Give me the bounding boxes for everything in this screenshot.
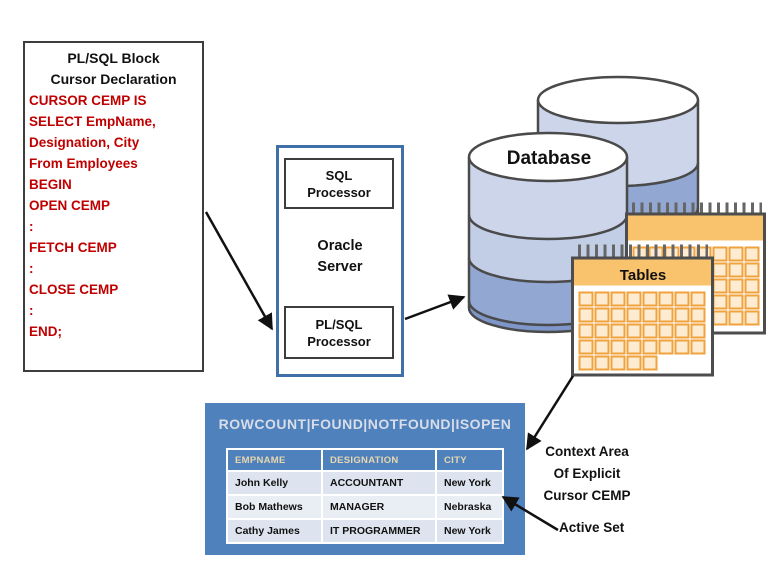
- column-header-city: CITY: [435, 448, 504, 472]
- tables-calendar-back-icon: [625, 202, 766, 335]
- oracle-server-box: SQL Processor Oracle Server PL/SQL Proce…: [276, 145, 404, 377]
- code-line: FETCH CEMP: [29, 240, 117, 255]
- cell-empname: John Kelly: [226, 470, 323, 496]
- context-area-box: ROWCOUNT|FOUND|NOTFOUND|ISOPEN EMPNAME D…: [205, 403, 525, 555]
- cell-city: New York: [435, 470, 504, 496]
- oracle-server-label-line2: Server: [317, 259, 363, 275]
- employee-table-header-row: EMPNAME DESIGNATION CITY: [226, 448, 504, 472]
- arrow-processor-to-database: [404, 294, 466, 321]
- database-cylinder-back-icon: [536, 75, 700, 325]
- cell-designation: MANAGER: [321, 494, 437, 520]
- sql-processor-label-line1: SQL: [325, 167, 353, 183]
- code-line: From Employees: [29, 156, 138, 171]
- code-line: OPEN CEMP: [29, 198, 111, 213]
- code-line: CLOSE CEMP: [29, 282, 119, 297]
- table-row: John Kelly ACCOUNTANT New York: [226, 470, 504, 496]
- code-line: :: [29, 303, 34, 318]
- code-line: :: [29, 261, 34, 276]
- code-line: Designation, City: [29, 135, 140, 150]
- plsql-block-box: PL/SQL Block Cursor Declaration CURSOR C…: [23, 41, 204, 372]
- code-line: SELECT EmpName,: [29, 114, 156, 129]
- plsql-processor-label-line2: Processor: [307, 333, 371, 349]
- cursor-attributes-title: ROWCOUNT|FOUND|NOTFOUND|ISOPEN: [218, 416, 512, 432]
- column-header-designation: DESIGNATION: [321, 448, 437, 472]
- plsql-processor-label-line1: PL/SQL: [315, 316, 363, 332]
- tables-calendar-front-icon: Tables: [571, 244, 714, 377]
- context-area-annotation-line3: Cursor CEMP: [543, 488, 631, 503]
- cell-city: Nebraska: [435, 494, 504, 520]
- context-area-annotation-line1: Context Area: [545, 444, 629, 459]
- cell-empname: Cathy James: [226, 518, 323, 544]
- database-cylinder-front-icon: Database: [467, 131, 629, 334]
- database-label: Database: [507, 148, 592, 169]
- employee-table: EMPNAME DESIGNATION CITY John Kelly ACCO…: [226, 448, 504, 544]
- table-row: Cathy James IT PROGRAMMER New York: [226, 518, 504, 544]
- context-area-annotation-line2: Of Explicit: [553, 466, 621, 481]
- arrow-plsql-block-to-processor: [204, 211, 274, 331]
- active-set-annotation: Active Set: [559, 520, 625, 535]
- oracle-server-label-line1: Oracle: [317, 238, 363, 254]
- table-row: Bob Mathews MANAGER Nebraska: [226, 494, 504, 520]
- tables-label: Tables: [620, 267, 666, 284]
- context-area-annotation: Context Area Of Explicit Cursor CEMP: [527, 441, 647, 507]
- cell-empname: Bob Mathews: [226, 494, 323, 520]
- plsql-block-title-line1: PL/SQL Block: [67, 50, 160, 66]
- cell-city: New York: [435, 518, 504, 544]
- cell-designation: IT PROGRAMMER: [321, 518, 437, 544]
- column-header-empname: EMPNAME: [226, 448, 323, 472]
- code-line: BEGIN: [29, 177, 72, 192]
- code-line: :: [29, 219, 34, 234]
- plsql-processor-box: PL/SQL Processor: [284, 306, 394, 359]
- sql-processor-label-line2: Processor: [307, 184, 371, 200]
- sql-processor-box: SQL Processor: [284, 158, 394, 209]
- cell-designation: ACCOUNTANT: [321, 470, 437, 496]
- code-line: END;: [29, 324, 62, 339]
- plsql-block-title-line2: Cursor Declaration: [50, 71, 177, 87]
- code-line: CURSOR CEMP IS: [29, 93, 147, 108]
- arrow-tables-to-context-area: [525, 375, 575, 451]
- oracle-server-label: Oracle Server: [279, 236, 401, 278]
